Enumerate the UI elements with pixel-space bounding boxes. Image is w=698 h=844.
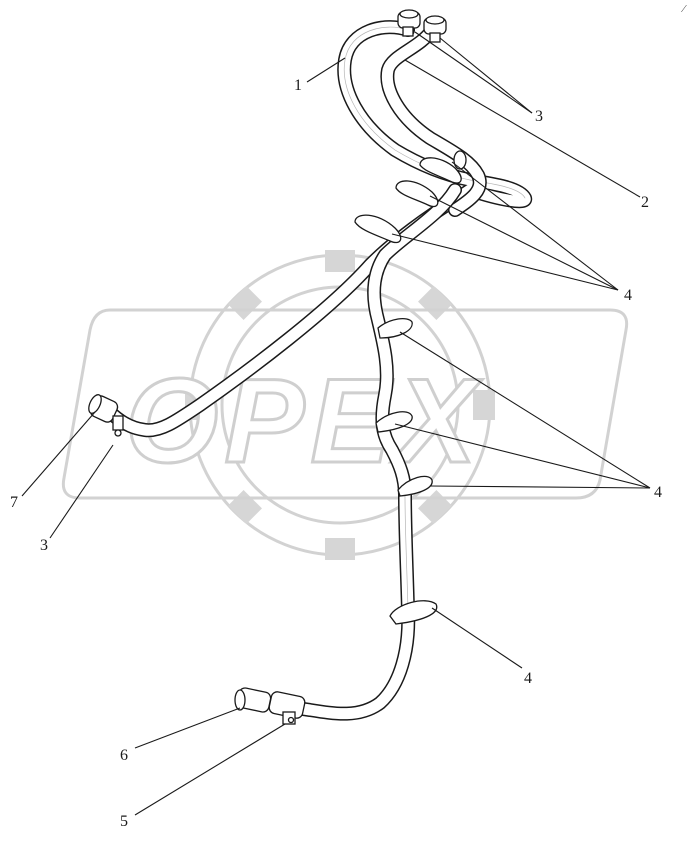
leader-4a-1 — [451, 161, 619, 291]
hose-pipes — [103, 20, 532, 721]
leader-4a-2 — [429, 195, 619, 291]
leader-2 — [404, 59, 641, 198]
callout-4-lower: 4 — [524, 670, 532, 687]
callout-4-middle: 4 — [654, 484, 662, 501]
callout-5: 5 — [120, 813, 128, 830]
leader-6 — [134, 707, 241, 749]
callout-6: 6 — [120, 747, 128, 764]
leader-4b-2 — [394, 423, 651, 489]
callout-2: 2 — [641, 194, 649, 211]
left-connector — [88, 394, 124, 437]
callout-labels: 1 2 3 3 4 4 4 5 6 7 — [10, 77, 662, 830]
bracket-4-mid-3 — [397, 475, 433, 497]
leader-3a-1 — [414, 31, 533, 114]
hose-lower-fill — [269, 184, 461, 720]
left-clamp — [112, 415, 124, 431]
leader-4b-1 — [399, 331, 651, 489]
bracket-4-upper-2 — [395, 180, 439, 208]
bracket-4-upper-3 — [354, 214, 402, 244]
callout-4-upper: 4 — [624, 287, 632, 304]
leader-4b-3 — [429, 485, 651, 489]
bottom-connectors — [234, 687, 306, 725]
leader-4c — [431, 607, 523, 669]
callout-3-left: 3 — [40, 537, 48, 554]
top-clamp-right — [429, 32, 441, 43]
leader-3a-2 — [439, 37, 533, 114]
leader-lines — [21, 31, 651, 816]
leader-7 — [21, 411, 96, 497]
top-clamp-left — [402, 26, 414, 37]
hose-2-fill — [381, 24, 486, 216]
leader-1 — [306, 57, 346, 83]
bracket-4-mid-1 — [377, 317, 413, 339]
leader-5 — [134, 723, 286, 816]
watermark-banner — [61, 308, 629, 500]
leader-3b — [49, 444, 114, 539]
callout-7: 7 — [10, 494, 18, 511]
bracket-4-mid-2 — [375, 411, 413, 433]
leader-4a-3 — [391, 233, 619, 291]
hose-brackets — [354, 150, 467, 625]
bracket-4-upper-1 — [419, 157, 462, 184]
callout-3-top: 3 — [535, 108, 543, 125]
callout-1: 1 — [294, 77, 302, 94]
top-connectors — [397, 9, 447, 43]
bracket-4-lower — [389, 600, 438, 625]
corner-mark: ⁄ — [681, 3, 687, 15]
